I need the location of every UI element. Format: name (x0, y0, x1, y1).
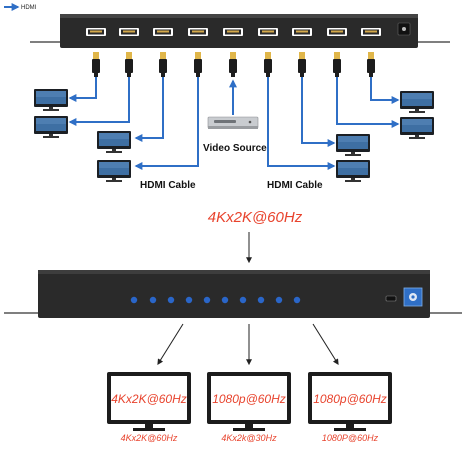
output-arrow (312, 323, 339, 366)
tv-monitor-icon (400, 91, 434, 113)
monitor-screen-label: 1080p@60Hz (212, 392, 286, 406)
top-splitter-ports (86, 28, 381, 36)
led-indicators (130, 296, 301, 304)
tv-monitor-icon (97, 131, 131, 153)
top-splitter (30, 14, 450, 48)
monitor-caption: 4Kx2k@30Hz (221, 433, 277, 443)
hdmi-port-icon (86, 28, 106, 36)
hdmi-cable (301, 77, 336, 147)
led-indicator-icon (239, 296, 247, 304)
hdmi-port-icon (292, 28, 312, 36)
led-indicator-icon (221, 296, 229, 304)
output-arrow (157, 323, 184, 366)
hdmi-cable (68, 77, 130, 126)
hdmi-plug-icon (264, 52, 272, 77)
hdmi-plug-icon (229, 52, 237, 77)
bottom-splitter-body (38, 270, 430, 318)
output-monitor-1: 4Kx2K@60Hz 4Kx2K@60Hz (107, 372, 191, 443)
hdmi-cable (370, 77, 400, 104)
bottom-splitter (4, 270, 462, 318)
tv-monitor-icon (34, 116, 68, 138)
tv-monitor-icon (336, 160, 370, 182)
led-indicator-icon (275, 296, 283, 304)
hdmi-cables (68, 77, 400, 170)
hdmi-plug-icon (367, 52, 375, 77)
video-source-label: Video Source (203, 143, 267, 154)
input-resolution-label: 4Kx2K@60Hz (208, 209, 303, 226)
hdmi-port-icon (153, 28, 173, 36)
hdmi-cable (68, 77, 97, 102)
led-indicator-icon (185, 296, 193, 304)
monitor-caption: 4Kx2K@60Hz (121, 433, 178, 443)
tv-monitor-icon (400, 117, 434, 139)
hdmi-port-icon (119, 28, 139, 36)
hdmi-port-icon (327, 28, 347, 36)
hdmi-plug-icon (92, 52, 100, 77)
hdmi-cable (336, 77, 400, 128)
hdmi-port-icon (361, 28, 381, 36)
led-indicator-icon (257, 296, 265, 304)
output-monitor-2: 1080p@60Hz 4Kx2k@30Hz (207, 372, 291, 443)
hdmi-plug-icon (194, 52, 202, 77)
hdmi-cable (134, 77, 164, 142)
led-indicator-icon (203, 296, 211, 304)
output-monitor-3: 1080p@60Hz 1080P@60Hz (308, 372, 392, 443)
hdmi-port-icon (223, 28, 243, 36)
hdmi-plug-icon (298, 52, 306, 77)
hdmi-cable (134, 77, 199, 170)
hdmi-port-icon (258, 28, 278, 36)
tv-monitor-icon (34, 89, 68, 111)
hdmi-plug-icon (125, 52, 133, 77)
tv-monitor-icon (97, 160, 131, 182)
led-indicator-icon (149, 296, 157, 304)
hdmi-cable-right-label: HDMI Cable (267, 180, 323, 191)
tv-monitor-icon (336, 134, 370, 156)
monitor-caption: 1080P@60Hz (322, 433, 379, 443)
video-source-device (207, 116, 259, 129)
monitor-screen-label: 1080p@60Hz (313, 392, 387, 406)
hdmi-cable-left-label: HDMI Cable (140, 180, 196, 191)
hdmi-cable (267, 77, 336, 170)
led-indicator-icon (293, 296, 301, 304)
monitor-screen-label: 4Kx2K@60Hz (111, 392, 187, 406)
led-indicator-icon (167, 296, 175, 304)
usb-port-icon (385, 295, 397, 302)
legend: HDMI (4, 3, 37, 11)
hdmi-port-icon (188, 28, 208, 36)
output-arrows (157, 323, 339, 366)
hdmi-plug-icon (159, 52, 167, 77)
hdmi-plugs (92, 52, 375, 77)
legend-label: HDMI (21, 5, 37, 11)
led-indicator-icon (130, 296, 138, 304)
hdmi-plug-icon (333, 52, 341, 77)
